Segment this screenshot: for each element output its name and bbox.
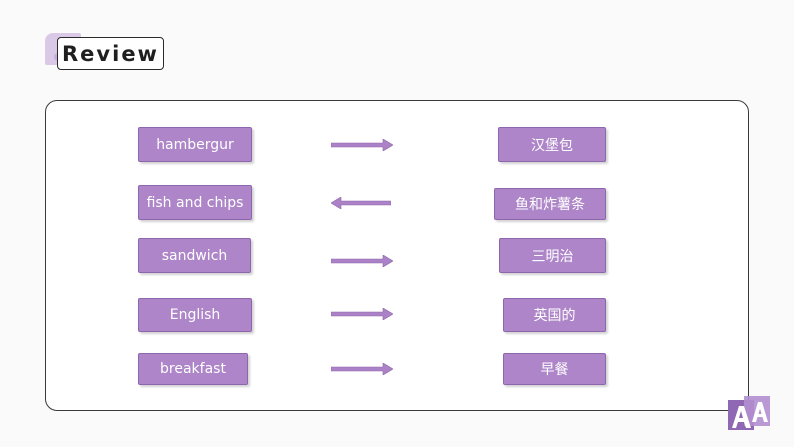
- english-word-english: English: [138, 298, 252, 332]
- arrow-left-icon: [331, 197, 391, 209]
- chinese-word-hamburger: 汉堡包: [498, 127, 606, 162]
- arrow-right-icon: [331, 255, 393, 267]
- english-word-hambergur: hambergur: [138, 127, 252, 162]
- page-title: Review: [62, 41, 159, 66]
- chinese-word-breakfast: 早餐: [503, 353, 606, 385]
- title-box: Review: [57, 37, 164, 70]
- letter-a-logo-icon: [728, 396, 770, 432]
- arrow-right-icon: [331, 139, 393, 151]
- chinese-word-sandwich: 三明治: [499, 238, 606, 273]
- arrow-right-icon: [331, 363, 393, 375]
- english-word-fish-and-chips: fish and chips: [138, 185, 252, 220]
- chinese-word-fish-and-chips: 鱼和炸薯条: [494, 188, 606, 220]
- english-word-breakfast: breakfast: [138, 353, 248, 385]
- english-word-sandwich: sandwich: [138, 238, 251, 273]
- chinese-word-english: 英国的: [503, 298, 606, 332]
- arrow-right-icon: [331, 308, 393, 320]
